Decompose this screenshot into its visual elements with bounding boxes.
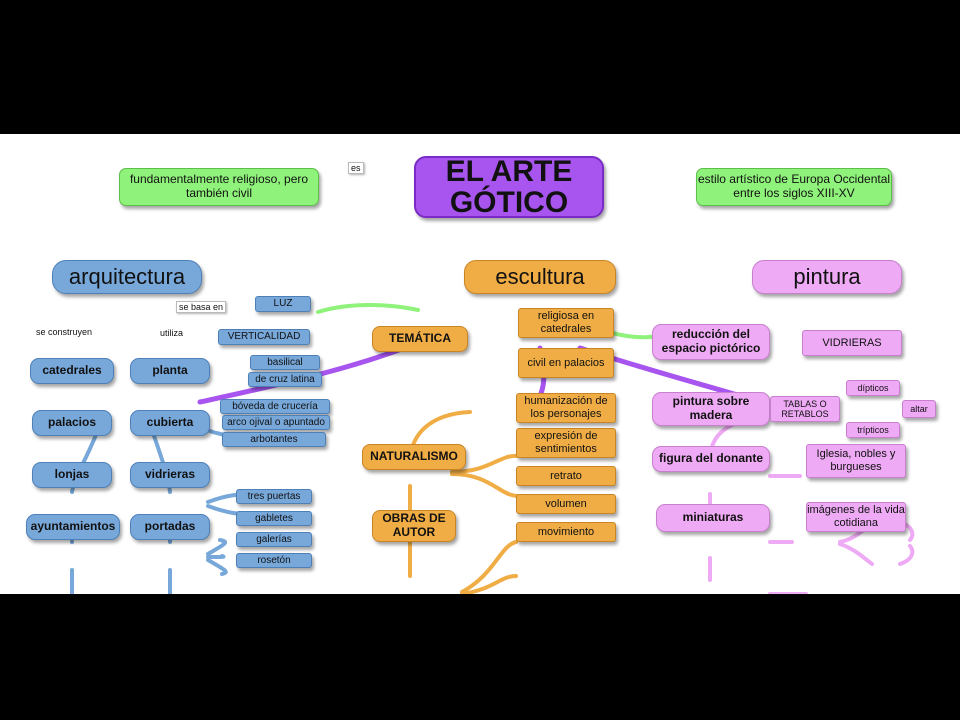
donante-node: figura del donante [652,446,770,472]
arquitectura-heading: arquitectura [52,260,202,294]
link-label-es: es [348,162,364,174]
naturalismo-expresion: expresión de sentimientos [516,428,616,458]
escultura-heading: escultura [464,260,616,294]
element-planta: planta [130,358,210,384]
link-label-se-construyen: se construyen [34,327,95,337]
naturalismo-humanizacion: humanización de los personajes [516,393,616,423]
planta-cruz-latina: de cruz latina [248,372,322,387]
naturalismo-volumen: volumen [516,494,616,514]
right-note-node: estilo artístico de Europa Occidental en… [696,168,892,206]
planta-basilical: basilical [250,355,320,370]
link-label-utiliza: utiliza [158,328,186,338]
portadas-tres-puertas: tres puertas [236,489,312,504]
concept-map: EL ARTE GÓTICO fundamentalmente religios… [0,134,960,594]
tematica-religiosa: religiosa en catedrales [518,308,614,338]
portadas-galerias: galerías [236,532,312,547]
reduccion-node: reducción del espacio pictórico [652,324,770,360]
link-label-se-basa-en: se basa en [176,301,227,313]
building-palacios: palacios [32,410,112,436]
cubierta-arco: arco ojival o apuntado [222,415,330,430]
naturalismo-node: NATURALISMO [362,444,466,470]
tablas-node: TABLAS O RETABLOS [770,396,840,422]
vidrieras-pintura-node: VIDRIERAS [802,330,902,356]
obras-autor-node: OBRAS DE AUTOR [372,510,456,542]
left-note-node: fundamentalmente religioso, pero también… [119,168,319,206]
portadas-gabletes: gabletes [236,511,312,526]
element-vidrieras: vidrieras [130,462,210,488]
link-title-left-note [316,303,420,314]
cubierta-arbotantes: arbotantes [222,432,326,447]
altar-node: altar [902,400,936,418]
miniaturas-node: miniaturas [656,504,770,532]
donante-item-node: Iglesia, nobles y burgueses [806,444,906,478]
madera-node: pintura sobre madera [652,392,770,426]
building-ayuntamientos: ayuntamientos [26,514,120,540]
naturalismo-retrato: retrato [516,466,616,486]
element-cubierta: cubierta [130,410,210,436]
cubierta-boveda: bóveda de crucería [220,399,330,414]
miniaturas-item-node: imágenes de la vida cotidiana [806,502,906,532]
portadas-roseton: rosetón [236,553,312,568]
building-catedrales: catedrales [30,358,114,384]
verticalidad-node: VERTICALIDAD [218,329,310,345]
tematica-civil: civil en palacios [518,348,614,378]
title-node: EL ARTE GÓTICO [414,155,604,218]
luz-node: LUZ [255,296,311,312]
element-portadas: portadas [130,514,210,540]
tripticos-node: trípticos [846,422,900,438]
pintura-heading: pintura [752,260,902,294]
building-lonjas: lonjas [32,462,112,488]
dipticos-node: dípticos [846,380,900,396]
tematica-node: TEMÁTICA [372,326,468,352]
naturalismo-movimiento: movimiento [516,522,616,542]
